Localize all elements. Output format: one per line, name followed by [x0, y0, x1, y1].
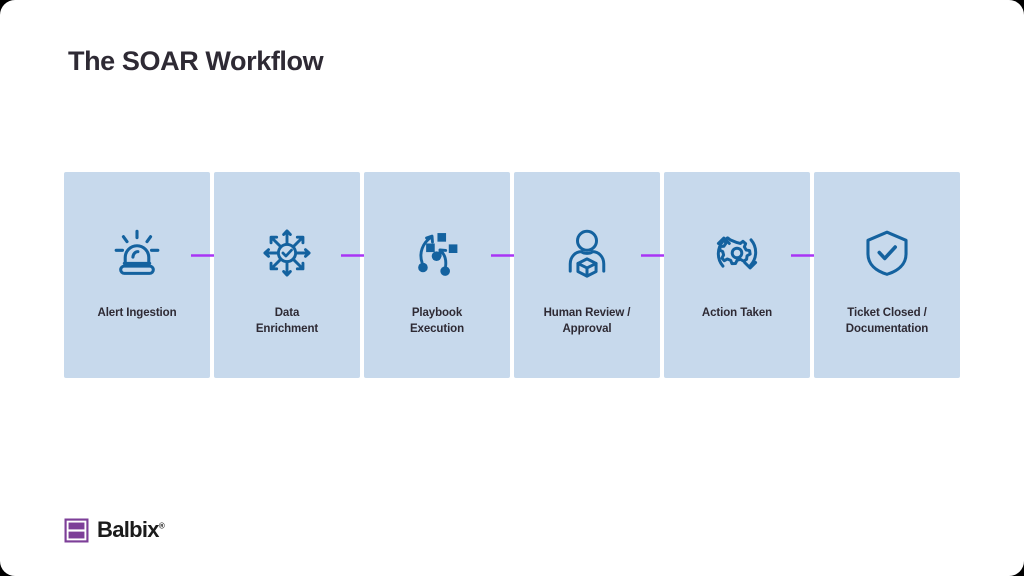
data-enrichment-icon [257, 222, 317, 284]
shield-check-icon [857, 222, 917, 284]
workflow-step-label: Human Review / Approval [543, 307, 631, 335]
playbook-icon [407, 222, 467, 284]
workflow-step-label: Data Enrichment [255, 307, 319, 335]
workflow-step-action-taken[interactable]: Action Taken [664, 172, 810, 378]
workflow-step-alert-ingestion[interactable]: Alert Ingestion [64, 172, 210, 378]
balbix-logo-text: Balbix® [97, 517, 165, 543]
workflow-step-label: Action Taken [701, 307, 773, 319]
gear-refresh-icon [707, 222, 767, 284]
workflow-step-data-enrichment[interactable]: Data Enrichment [214, 172, 360, 378]
human-review-icon [557, 222, 617, 284]
workflow-step-playbook-execution[interactable]: Playbook Execution [364, 172, 510, 378]
registered-trademark-symbol: ® [158, 521, 165, 531]
workflow-diagram: Alert Ingestion [64, 172, 960, 378]
workflow-step-label: Alert Ingestion [97, 307, 177, 319]
balbix-logo-mark [64, 518, 89, 543]
siren-icon [107, 222, 167, 284]
workflow-step-label: Playbook Execution [409, 307, 465, 335]
balbix-logo[interactable]: Balbix® [64, 517, 165, 543]
page-title: The SOAR Workflow [68, 46, 324, 76]
workflow-step-ticket-closed[interactable]: Ticket Closed / Documentation [814, 172, 960, 378]
logo-wordmark: Balbix [97, 517, 160, 542]
workflow-step-label: Ticket Closed / Documentation [845, 307, 929, 335]
workflow-step-human-review[interactable]: Human Review / Approval [514, 172, 660, 378]
